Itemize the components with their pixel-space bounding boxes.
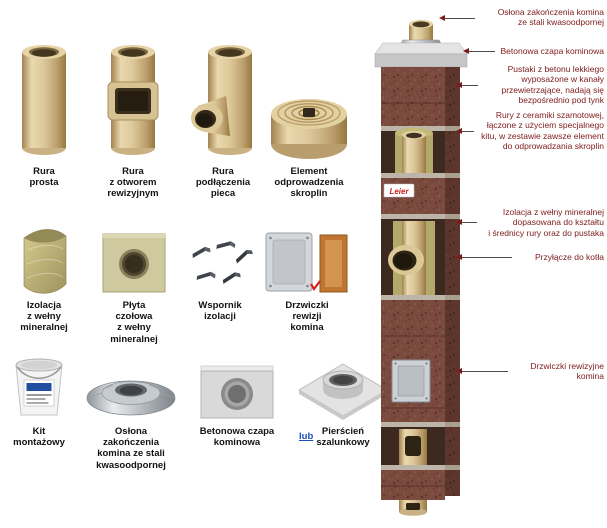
mineral-wool-shell-icon [23,229,67,294]
component-label: Rura podłączenia pieca [195,166,251,200]
chimney-logo: Leier [389,187,409,196]
component-izolacja: Izolacja z wełny mineralnej [8,222,80,334]
component-rura-prosta: Rura prosta [8,20,80,188]
boiler-connection-port [381,214,460,300]
mounting-putty-bucket-icon [15,358,63,416]
callout-steel-cover: Osłona zakończenia komina ze stali kwaso… [497,7,604,28]
component-oslona: Osłona zakończenia komina ze stali kwaso… [80,350,182,471]
callout-ceramic-pipes: Rury z ceramiki szamotowej, łączone z uż… [481,110,604,152]
callout-line [461,371,508,372]
component-label: Rura prosta [29,166,59,189]
stove-connection-pipe-icon [191,45,252,155]
chimney-assembly-illustration: Leier [374,19,468,516]
component-pierscien: Pierścień szalunkowy [296,350,390,448]
component-kit: Kit montażowy [2,350,76,448]
chimney-inspection-door [391,359,431,403]
cutaway-condensate-section [381,422,460,470]
chimney-cap [374,42,468,68]
callout-arrow-icon [456,254,462,260]
component-wspornik: Wspornik izolacji [180,222,260,322]
callout-insulation: Izolacja z wełny mineralnej dopasowana d… [488,207,604,238]
callout-inspection-door: Drzwiczki rewizyjne komina [530,361,604,382]
callout-line [461,222,477,223]
callout-line [444,18,475,19]
inspection-door-icon [265,232,348,293]
callout-arrow-icon [439,15,445,21]
component-label: Kit montażowy [13,426,65,449]
callout-line [461,131,474,132]
component-label: Element odprowadzenia skroplin [274,166,344,200]
chimney-base [399,500,427,516]
component-label: Drzwiczki rewizji komina [285,300,329,334]
component-label: Płyta czołowa z wełny mineralnej [110,300,158,345]
callout-arrow-icon [456,128,462,134]
or-text: lub [299,431,314,442]
cutaway-pipe-section [381,126,460,178]
straight-pipe-icon [22,45,66,155]
component-label: Rura z otworem rewizyjnym [107,166,159,200]
callout-arrow-icon [463,48,469,54]
front-plate-icon [102,233,166,293]
component-element-skroplin: Element odprowadzenia skroplin [266,20,352,200]
condensate-element-icon [271,99,347,159]
component-label: Betonowa czapa kominowa [199,426,275,449]
callout-arrow-icon [456,368,462,374]
component-label: Wspornik izolacji [198,300,242,323]
callout-line [461,257,512,258]
inspection-pipe-icon [107,45,159,155]
component-rura-podlaczenia: Rura podłączenia pieca [182,20,264,200]
concrete-cap-icon [200,365,274,419]
component-czapa: Betonowa czapa kominowa [190,350,284,448]
chimney-brand-label: Leier [383,183,415,198]
callout-arrow-icon [456,82,462,88]
component-label: Pierścień szalunkowy [316,426,370,449]
callout-line [468,51,495,52]
callout-boiler-connection: Przyłącze do kotła [535,252,604,262]
callout-concrete-cap: Betonowa czapa kominowa [500,46,604,56]
callout-arrow-icon [456,219,462,225]
callout-blocks: Pustaki z betonu lekkiego wyposażone w k… [501,64,604,106]
component-label: Osłona zakończenia komina ze stali kwaso… [96,426,166,471]
component-rura-z-otworem: Rura z otworem rewizyjnym [94,20,172,200]
formwork-ring-icon [298,363,388,420]
component-label: Izolacja z wełny mineralnej [20,300,68,334]
component-drzwiczki: Drzwiczki rewizji komina [262,222,352,334]
insulation-bracket-icon [192,241,253,284]
steel-termination-cover-icon [86,380,176,416]
component-plyta-czolowa: Płyta czołowa z wełny mineralnej [92,222,176,345]
callout-line [461,85,478,86]
